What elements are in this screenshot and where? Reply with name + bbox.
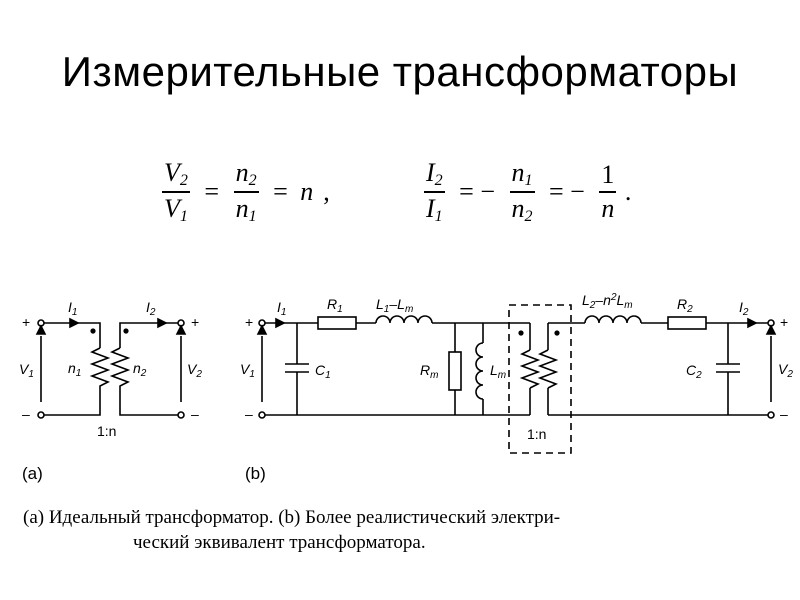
resistor-r2 [667,316,707,330]
ideal-transformer-dashed-box [508,304,572,454]
label-b-i1: I1 [277,299,286,318]
winding-b-secondary [537,349,559,389]
label-b-i2: I2 [739,299,749,318]
caption-line-1: (a) Идеальный трансформатор. (b) Более р… [23,507,561,528]
label-a-v1: V1 [19,361,34,380]
winding-b-primary [519,349,541,389]
circuit-a-ideal-transformer [35,317,187,419]
equation-current-ratio: I2 I1 = − n1 n2 = − 1 n . [424,158,632,225]
label-a-v2: V2 [187,361,202,380]
circuit-b-realistic-equivalent [256,304,777,454]
label-b-lm: Lm [490,362,506,381]
inductor-l2 [584,315,642,324]
fraction-n2-n1: n2 n1 [233,158,259,225]
equation-voltage-ratio: V2 V1 = n2 n1 = n, [162,158,330,225]
label-a-i1: I1 [68,299,77,318]
polarity-dot-b-primary [518,330,524,336]
label-b-rm: Rm [420,362,438,381]
wire-a-secondary-top [119,322,178,348]
label-b-r2: R2 [677,296,693,315]
polarity-dot-b-secondary [554,330,560,336]
label-diagram-a: (a) [22,464,43,483]
caption-line-2: ческий эквивалент трансформатора. [133,532,426,553]
label-a-ratio: 1:n [97,423,116,439]
arrow-a-v1-head [35,324,47,335]
inductor-lm [475,342,484,400]
terminal-a-bottom-right [177,411,185,419]
arrow-b-i1 [275,317,286,329]
wire-a-primary-top [44,322,101,348]
page-title: Измерительные трансформаторы [61,48,739,95]
label-b-r1: R1 [327,296,343,315]
polarity-dot-a-primary [90,328,96,334]
terminal-b-bottom-left [258,411,266,419]
arrow-a-v2-head [175,324,187,335]
label-b-plus-left: + [245,314,253,330]
label-b-v2: V2 [778,361,793,380]
label-b-v1: V1 [240,361,255,380]
label-a-plus-right: + [191,314,199,330]
label-b-l2-minus-n2lm: L2–n2Lm [582,292,633,311]
fraction-n1-n2: n1 n2 [509,158,535,225]
label-b-plus-right: + [780,314,788,330]
label-a-minus-right: – [191,406,199,422]
label-b-c2: C2 [686,362,702,381]
polarity-dot-a-secondary [123,328,129,334]
arrow-a-i2 [157,317,168,329]
arrow-a-i1 [69,317,80,329]
winding-a-secondary [109,347,131,390]
resistor-r1 [317,316,357,330]
label-b-c1: C1 [315,362,331,381]
arrow-b-v1-head [256,324,268,335]
wire-a-secondary-bottom [119,390,178,416]
resistor-rm [448,351,462,391]
terminal-b-bottom-right [767,411,775,419]
label-a-n2: n2 [133,360,147,379]
fraction-1-n: 1 n [599,160,617,223]
label-a-i2: I2 [146,299,156,318]
label-a-n1: n1 [68,360,81,379]
label-b-ratio: 1:n [527,426,546,442]
arrow-b-v2-head [765,324,777,335]
inductor-l1 [375,315,433,324]
fraction-v2-v1: V2 V1 [162,158,190,225]
winding-a-primary [89,347,111,390]
label-b-minus-left: – [245,406,253,422]
label-a-minus-left: – [22,406,30,422]
arrow-b-i2 [747,317,758,329]
wire-a-primary-bottom [44,390,101,416]
label-b-l1-minus-lm: L1–Lm [376,296,413,315]
label-a-plus-left: + [22,314,30,330]
terminal-a-bottom-left [37,411,45,419]
label-b-minus-right: – [780,406,788,422]
fraction-i2-i1: I2 I1 [424,158,445,225]
label-diagram-b: (b) [245,464,266,483]
